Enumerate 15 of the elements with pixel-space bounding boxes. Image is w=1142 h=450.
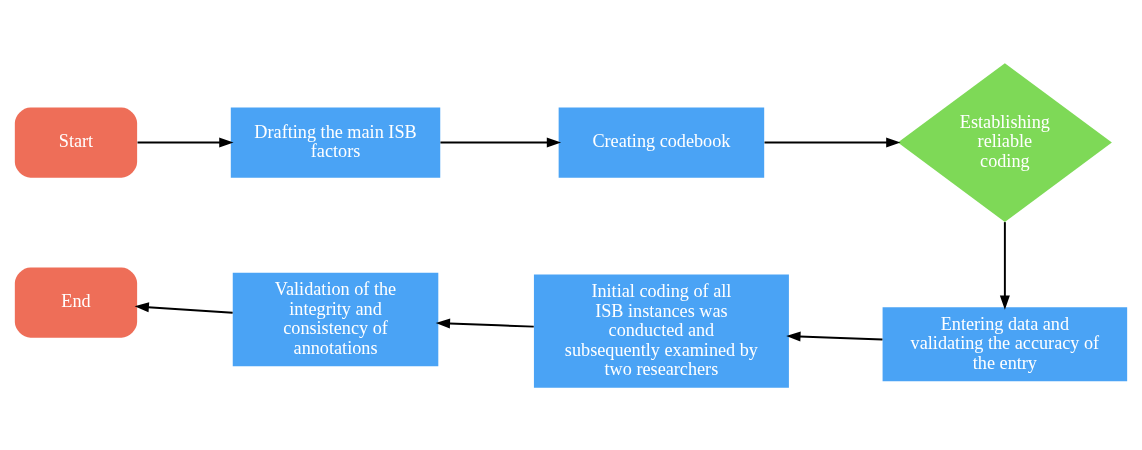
arrow: [786, 330, 884, 341]
node-box: Start: [14, 106, 138, 178]
arrow: [136, 137, 234, 148]
node-box: Validation of the integrity and consistency of annotations: [232, 272, 439, 366]
node-box: Initial coding of all ISB instances was conducted and subsequently examined by two researchers: [533, 274, 789, 388]
arrow: [435, 318, 535, 329]
arrow: [763, 137, 901, 148]
node-diamond: Establishing reliable coding: [897, 62, 1112, 222]
node-box: Drafting the main ISB factors: [230, 106, 441, 178]
arrow: [439, 137, 562, 148]
node-box: Creating codebook: [558, 106, 765, 178]
arrow: [999, 220, 1010, 310]
node-box: End: [14, 266, 138, 338]
node-box: Entering data and validating the accuracy of the entry: [882, 306, 1128, 381]
arrow: [134, 301, 234, 314]
